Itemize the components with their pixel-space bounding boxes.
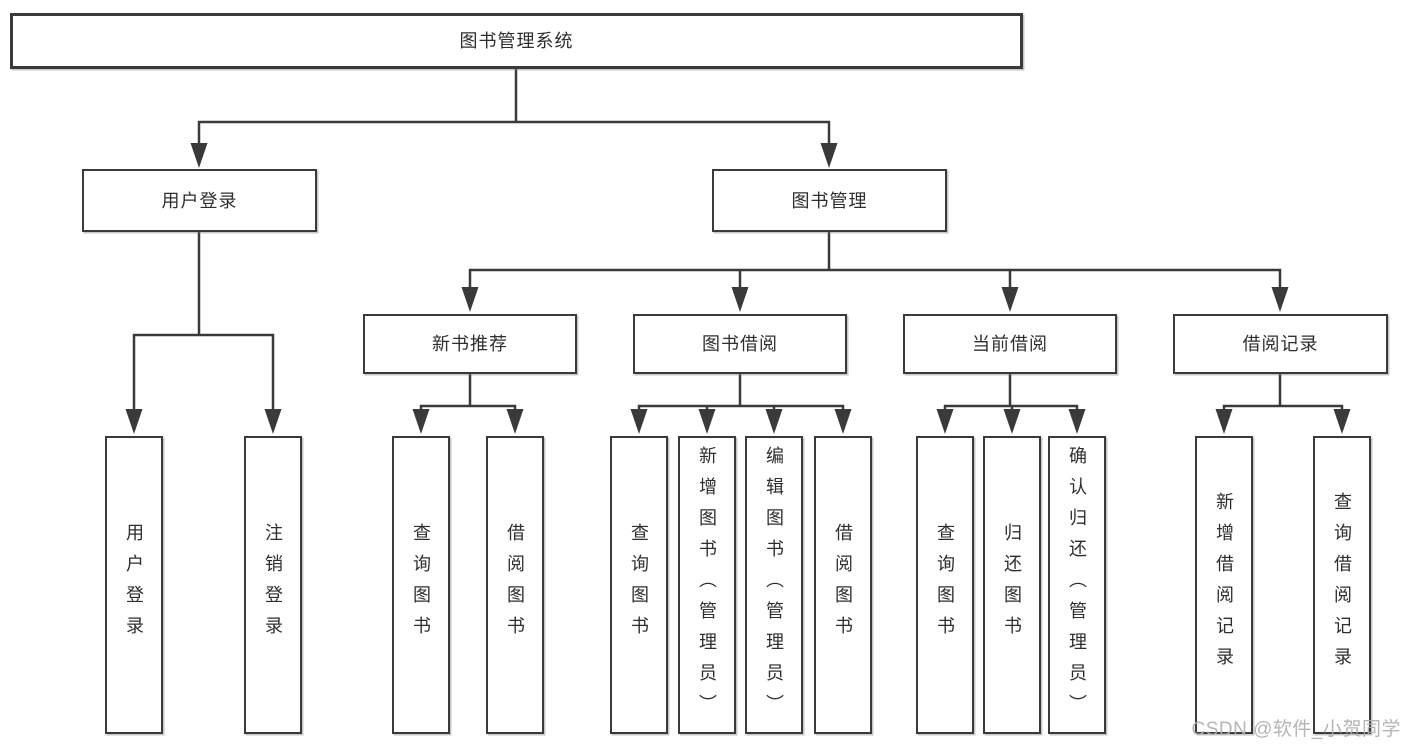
node-label: 图书管理系统 [459,31,574,51]
node-user-login-branch: 用户登录 [82,169,317,232]
node-new-book-recommendation: 新书推荐 [363,314,577,374]
node-logout: 注销登录 [244,436,302,734]
node-label: 借阅记录 [1242,334,1319,354]
node-library-management-system: 图书管理系统 [10,13,1023,69]
connector-new-book [419,374,517,410]
node-add-borrow-record: 新增借阅记录 [1195,436,1253,734]
node-borrow-books-recommend: 借阅图书 [486,436,544,734]
connector-book-management [468,232,1282,288]
node-label: 用户登录 [161,190,238,211]
node-add-books-admin: 新增图书（管理员） [678,436,736,734]
node-label: 查询图书 [935,523,955,647]
node-label: 查询借阅记录 [1332,492,1352,678]
node-label: 图书管理 [791,190,868,211]
node-query-books-borrowing: 查询图书 [610,436,668,734]
watermark: CSDN @软件_小贺同学 [1191,719,1401,740]
node-label: 新增图书（管理员） [697,445,717,725]
node-return-books: 归还图书 [983,436,1041,734]
node-book-management: 图书管理 [712,169,947,232]
node-label: 用户登录 [124,523,144,647]
node-edit-books-admin: 编辑图书（管理员） [745,436,803,734]
connector-user-login [132,232,275,410]
connector-book-borrow [637,374,845,410]
connector-borrow-record [1222,374,1344,410]
arrowheads [125,143,1351,434]
node-label: 新书推荐 [432,334,508,354]
node-book-borrowing: 图书借阅 [633,314,847,374]
node-label: 当前借阅 [972,334,1048,354]
connector-current-borrow [943,374,1079,410]
node-current-borrowing: 当前借阅 [903,314,1117,374]
node-query-borrow-record: 查询借阅记录 [1313,436,1371,734]
node-label: 查询图书 [411,523,431,647]
node-query-books-current: 查询图书 [916,436,974,734]
node-label: 查询图书 [629,523,649,647]
node-borrowing-records: 借阅记录 [1173,314,1388,374]
node-label: 归还图书 [1002,523,1022,647]
node-label: 借阅图书 [505,523,525,647]
node-query-books-recommend: 查询图书 [392,436,450,734]
connector-root [197,69,831,144]
node-borrow-books-borrowing: 借阅图书 [814,436,872,734]
node-label: 新增借阅记录 [1214,492,1234,678]
node-label: 借阅图书 [833,523,853,647]
node-label: 注销登录 [263,523,283,647]
node-label: 确认归还（管理员） [1067,445,1087,725]
node-user-login: 用户登录 [105,436,163,734]
node-label: 编辑图书（管理员） [764,445,784,725]
node-confirm-return-admin: 确认归还（管理员） [1048,436,1106,734]
node-label: 图书借阅 [702,334,778,354]
